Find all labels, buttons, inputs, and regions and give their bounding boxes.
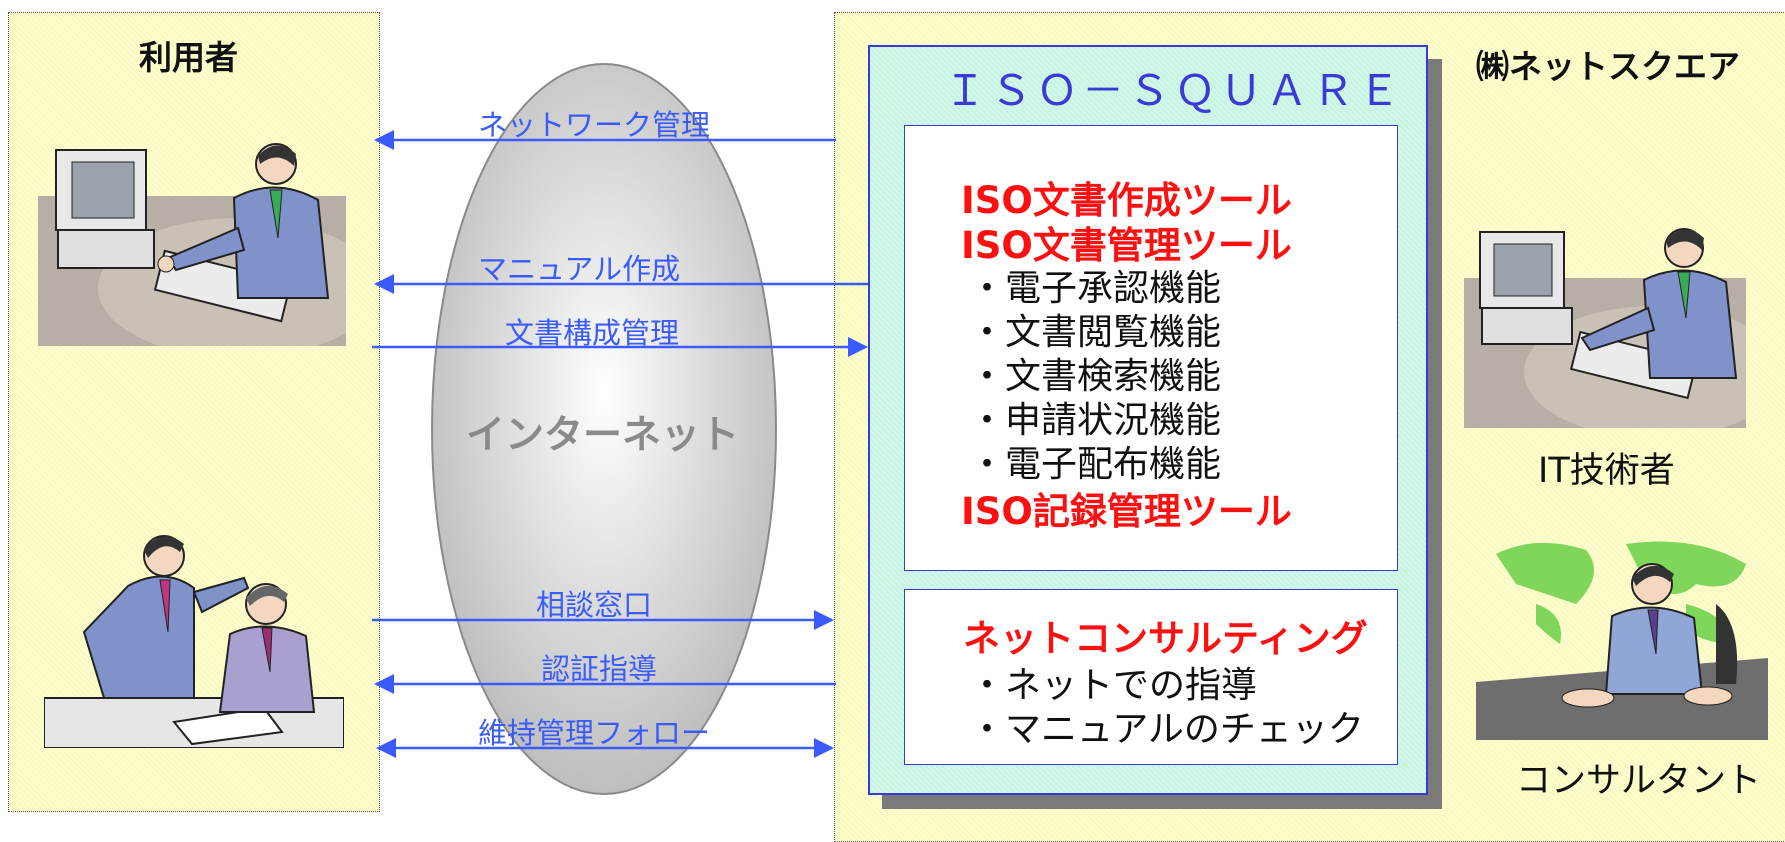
flow-label-network: ネットワーク管理 (478, 108, 711, 142)
feature-doc-view: ・文書閲覧機能 (969, 312, 1222, 353)
user-meeting-illustration (44, 535, 344, 748)
it-engineer-label: IT技術者 (1538, 451, 1675, 491)
feature-doc-search: ・文書検索機能 (969, 356, 1222, 397)
flow-label-consult: 相談窓口 (536, 588, 653, 622)
feature-e-distribution: ・電子配布機能 (969, 444, 1222, 485)
consultant-illustration (1476, 541, 1768, 740)
consulting-title: ネットコンサルティング (963, 617, 1368, 660)
tool-doc-manage: ISO文書管理ツール (961, 224, 1292, 267)
consulting-box: ネットコンサルティング ・ネットでの指導 ・マニュアルのチェック (904, 589, 1398, 765)
user-computer-illustration (38, 143, 346, 346)
flow-label-cert: 認証指導 (541, 652, 658, 686)
consultant-label: コンサルタント (1516, 761, 1762, 801)
feature-request-status: ・申請状況機能 (969, 400, 1222, 441)
consulting-item-guidance: ・ネットでの指導 (969, 665, 1258, 706)
iso-square-box: ＩＳＯ－ＳＱＵＡＲＥ ISO文書作成ツール ISO文書管理ツール ・電子承認機能… (868, 45, 1428, 795)
company-panel-title: ㈱ネットスクエア (1476, 47, 1740, 86)
user-panel-title: 利用者 (139, 38, 238, 77)
flow-label-manual: マニュアル作成 (478, 252, 681, 286)
flow-label-maintenance: 維持管理フォロー (478, 716, 711, 750)
user-panel: 利用者 (8, 12, 380, 812)
tools-box: ISO文書作成ツール ISO文書管理ツール ・電子承認機能 ・文書閲覧機能 ・文… (904, 125, 1398, 571)
it-engineer-illustration (1464, 228, 1746, 428)
internet-cloud (431, 63, 777, 795)
iso-square-title: ＩＳＯ－ＳＱＵＡＲＥ (944, 66, 1405, 115)
flow-label-docstruct: 文書構成管理 (505, 316, 680, 350)
flow-arrows (372, 130, 868, 758)
tool-record-manage: ISO記録管理ツール (961, 490, 1292, 533)
tool-doc-create: ISO文書作成ツール (961, 179, 1292, 222)
consulting-item-manual-check: ・マニュアルのチェック (969, 709, 1364, 750)
feature-e-approval: ・電子承認機能 (969, 268, 1222, 309)
internet-label: インターネット (466, 413, 740, 458)
